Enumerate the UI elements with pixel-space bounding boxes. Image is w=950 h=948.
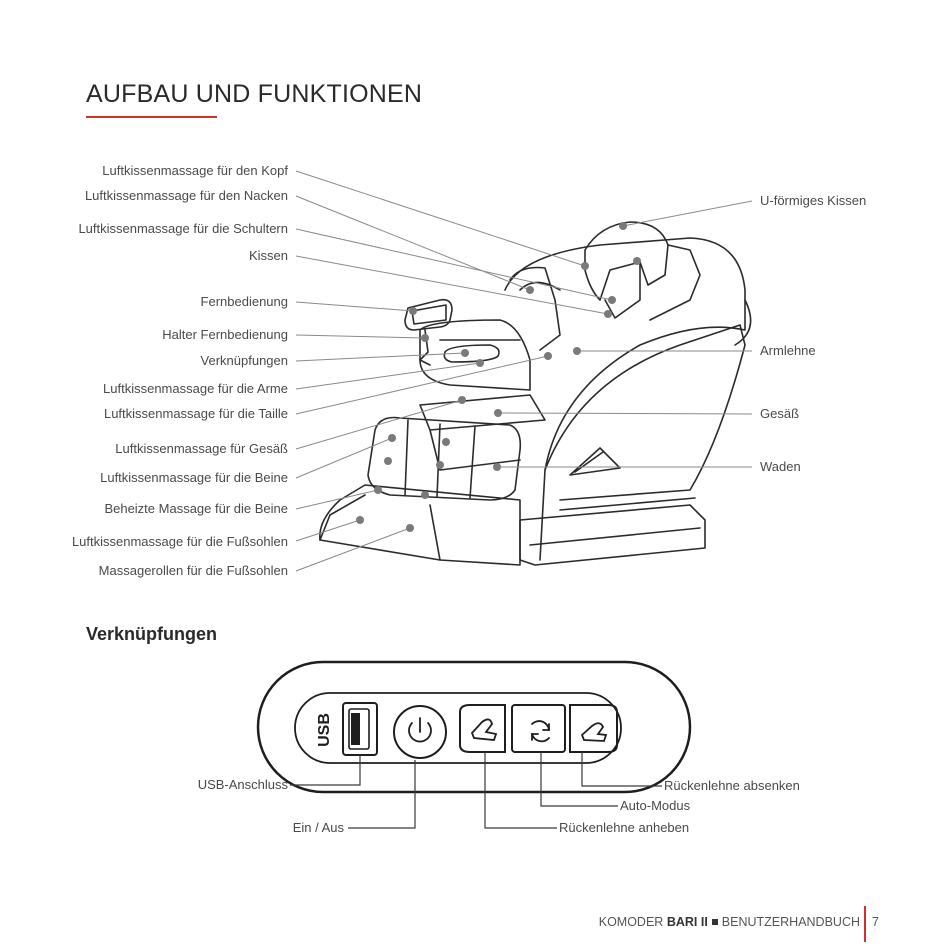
label-pillow: Kissen [248, 248, 288, 263]
label-shoulder-air-massage: Luftkissenmassage für die Schultern [78, 221, 288, 236]
label-calves: Waden [760, 459, 801, 474]
label-leg-air-massage: Luftkissenmassage für die Beine [100, 470, 288, 485]
label-heated-leg-massage: Beheizte Massage für die Beine [104, 501, 288, 516]
label-shortcuts: Verknüpfungen [200, 353, 288, 368]
chair-side-panel [544, 324, 746, 501]
label-seat: Gesäß [760, 406, 800, 421]
shortcut-panel-small [443, 344, 500, 363]
label-u-pillow: U-förmiges Kissen [760, 193, 867, 208]
label-foot-rollers: Massagerollen für die Fußsohlen [98, 563, 288, 578]
power-icon [408, 722, 432, 743]
label-armrest: Armlehne [760, 343, 816, 358]
label-remote-holder: Halter Fernbedienung [162, 327, 288, 342]
label-back-down: Rückenlehne absenken [664, 778, 800, 793]
remote-control [404, 298, 453, 331]
label-seat-air-massage: Luftkissenmassage für Gesäß [115, 441, 288, 456]
label-head-air-massage: Luftkissenmassage für den Kopf [102, 163, 288, 178]
foot-rest [319, 484, 521, 566]
headrest-pillow [584, 221, 669, 301]
left-armrest [419, 319, 531, 391]
side-vent [569, 447, 621, 476]
label-waist-air-massage: Luftkissenmassage für die Taille [103, 406, 288, 421]
chair-back-shell [504, 237, 746, 561]
usb-label: USB [316, 713, 333, 747]
footer-separator [711, 919, 718, 925]
auto-mode-button [511, 704, 566, 753]
page-title: AUFBAU UND FUNKTIONEN [86, 80, 423, 108]
back-down-button [569, 704, 618, 753]
chair-recline-down-icon [580, 722, 608, 742]
label-remote-control: Fernbedienung [200, 294, 288, 309]
chair-recline-up-icon [470, 718, 498, 741]
footer-divider [864, 906, 866, 942]
label-back-up: Rückenlehne anheben [559, 820, 690, 835]
label-foot-air-massage: Luftkissenmassage für die Fußsohlen [71, 534, 288, 549]
page-footer: KOMODER BARI II BENUTZERHANDBUCH [599, 915, 860, 929]
footer-model: BARI II [666, 915, 708, 929]
page-number: 7 [872, 915, 879, 929]
footer-brand: KOMODER [598, 915, 664, 929]
auto-cycle-icon [531, 720, 550, 743]
label-usb-port: USB-Anschluss [197, 777, 288, 792]
title-underline [86, 116, 217, 118]
shortcut-panel [256, 660, 692, 794]
chair-base [519, 504, 706, 566]
back-up-button [459, 704, 506, 753]
seat [419, 394, 546, 431]
label-neck-air-massage: Luftkissenmassage für den Nacken [84, 188, 288, 203]
backrest [509, 266, 561, 351]
power-button [393, 705, 447, 759]
label-arm-air-massage: Luftkissenmassage für die Arme [103, 381, 288, 396]
label-power: Ein / Aus [292, 820, 344, 835]
footer-doc: BENUTZERHANDBUCH [721, 915, 860, 929]
label-auto-mode: Auto-Modus [620, 798, 691, 813]
section-title: Verknüpfungen [86, 624, 218, 644]
